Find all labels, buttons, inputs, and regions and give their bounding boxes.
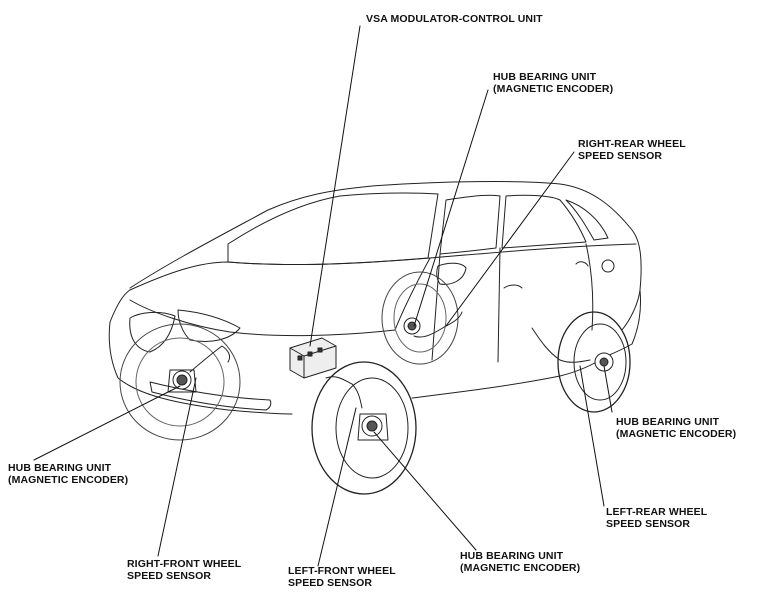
right-front-sensor-label-line2: SPEED SENSOR	[127, 570, 212, 582]
hub-bearing-right-front-label: HUB BEARING UNIT (MAGNETIC ENCODER)	[8, 462, 128, 486]
vsa-modulator-unit	[289, 337, 337, 379]
left-rear-sensor-label-line2: SPEED SENSOR	[606, 518, 691, 530]
rear-door-window	[501, 194, 587, 249]
left-front-harness	[325, 376, 363, 409]
right-rear-wheel	[381, 271, 459, 365]
right-rear-sensor-label-line2: SPEED SENSOR	[578, 150, 663, 162]
beltline	[429, 243, 637, 259]
hub-bearing-left-front-label: HUB BEARING UNIT (MAGNETIC ENCODER)	[460, 550, 580, 574]
components	[167, 311, 614, 441]
left-rear-tire	[557, 311, 631, 413]
sensor-lr-leader	[579, 365, 605, 507]
left-front-hub-bearing	[357, 413, 389, 441]
grille	[129, 311, 176, 353]
headlight	[177, 309, 241, 342]
hub-bearing-right-rear-label-line1: HUB BEARING UNIT	[493, 71, 597, 83]
sensor-rf-leader	[157, 377, 197, 557]
right-rear-sensor-label: RIGHT-REAR WHEEL SPEED SENSOR	[578, 138, 686, 162]
hub-rr-leader	[413, 89, 489, 327]
vsa-unit-label: VSA MODULATOR-CONTROL UNIT	[366, 13, 543, 25]
fuel-door	[601, 259, 615, 273]
right-rear-hub-bearing	[403, 317, 421, 335]
hub-bearing-left-rear-label-line1: HUB BEARING UNIT	[616, 416, 720, 428]
windshield	[227, 192, 439, 266]
hub-bearing-right-rear-label: HUB BEARING UNIT (MAGNETIC ENCODER)	[493, 71, 613, 95]
right-rear-rim	[393, 283, 447, 353]
hub-bearing-left-front-label-line1: HUB BEARING UNIT	[460, 550, 564, 562]
hub-bearing-left-rear-label: HUB BEARING UNIT (MAGNETIC ENCODER)	[616, 416, 736, 440]
lower-intake	[149, 381, 272, 411]
hub-bearing-right-front-label-line2: (MAGNETIC ENCODER)	[8, 474, 129, 486]
right-rear-harness	[413, 311, 463, 338]
right-front-wheel	[119, 323, 241, 441]
hub-lf-leader	[373, 431, 477, 551]
left-front-tire	[311, 361, 417, 495]
roof-outline	[129, 181, 642, 331]
left-front-rim	[335, 377, 409, 479]
side-mirror	[436, 262, 467, 285]
left-front-sensor-label-line2: SPEED SENSOR	[288, 577, 373, 589]
left-rear-harness	[531, 327, 591, 363]
hub-bearing-right-front-label-line1: HUB BEARING UNIT	[8, 462, 112, 474]
hub-lr-leader	[603, 365, 613, 413]
wheels	[119, 271, 631, 495]
right-front-rim	[135, 337, 225, 427]
right-front-sensor-label: RIGHT-FRONT WHEEL SPEED SENSOR	[127, 558, 241, 582]
hub-bearing-left-front-label-line2: (MAGNETIC ENCODER)	[460, 562, 581, 574]
right-front-hub-bearing	[167, 369, 197, 393]
left-front-sensor-label: LEFT-FRONT WHEEL SPEED SENSOR	[288, 565, 396, 589]
right-front-sensor-label-line1: RIGHT-FRONT WHEEL	[127, 558, 242, 570]
quarter-window	[565, 199, 609, 241]
left-front-sensor-label-line1: LEFT-FRONT WHEEL	[288, 565, 396, 577]
door-lines	[431, 243, 594, 363]
hub-bearing-right-rear-label-line2: (MAGNETIC ENCODER)	[493, 83, 614, 95]
door-handles	[503, 261, 589, 289]
sensor-lf-leader	[317, 407, 357, 567]
front-fascia	[108, 289, 293, 415]
leader-lines	[33, 25, 613, 567]
right-front-harness	[189, 345, 231, 373]
vsa-unit-label-line1: VSA MODULATOR-CONTROL UNIT	[366, 13, 543, 25]
left-rear-sensor-label: LEFT-REAR WHEEL SPEED SENSOR	[606, 506, 707, 530]
hub-bearing-left-rear-label-line2: (MAGNETIC ENCODER)	[616, 428, 737, 440]
vsa-leader	[309, 25, 361, 347]
car-body	[108, 181, 642, 415]
left-rear-sensor-label-line1: LEFT-REAR WHEEL	[606, 506, 708, 518]
right-rear-sensor-label-line1: RIGHT-REAR WHEEL	[578, 138, 686, 150]
front-door-window	[439, 194, 501, 255]
hub-rf-leader	[33, 385, 181, 461]
sensor-rr-leader	[445, 151, 575, 327]
left-rear-hub-bearing	[594, 352, 614, 372]
rocker-panel	[411, 359, 601, 399]
